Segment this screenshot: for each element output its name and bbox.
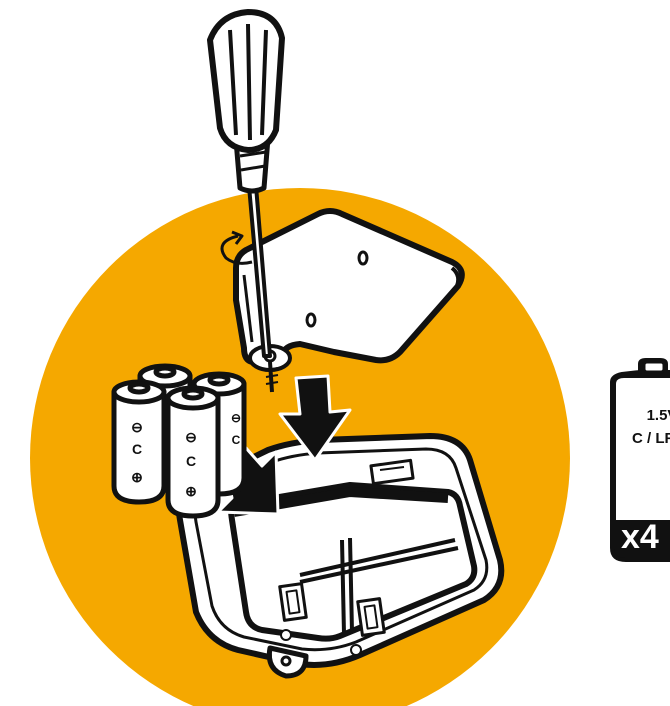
battery-mark-minus: ⊖ [131,419,143,435]
battery-mark-minus: ⊖ [231,411,241,425]
battery-mark-c: C [232,433,241,447]
battery-mark-minus: ⊖ [185,429,197,445]
battery-quantity-label: x4 [621,518,659,556]
battery-type-label: C / LR14 [632,430,670,447]
battery-voltage-label: 1.5V [647,407,670,424]
battery-mark-c: C [186,453,196,469]
battery-mark-plus: ⊕ [185,483,197,499]
battery-badge: 1.5V C / LR14 x4 [612,360,670,560]
battery-mark-c: C [132,441,142,457]
battery-mark-plus: ⊕ [131,469,143,485]
